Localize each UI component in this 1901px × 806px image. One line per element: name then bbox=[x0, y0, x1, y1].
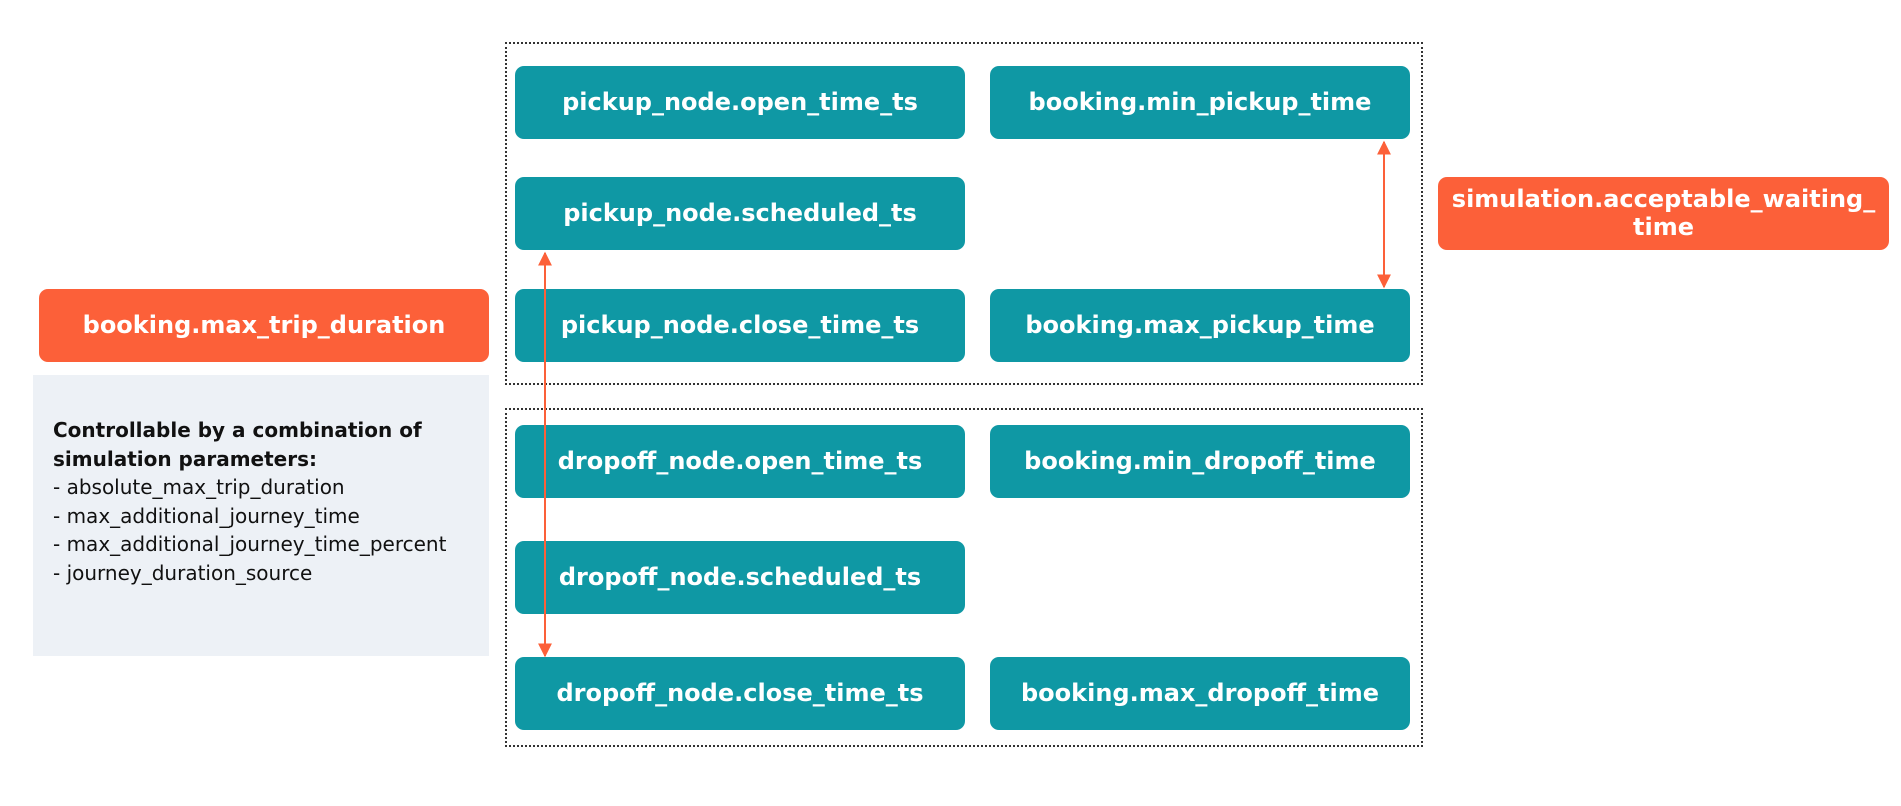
note-item: - absolute_max_trip_duration bbox=[53, 475, 345, 499]
acceptable-waiting-time-box: simulation.acceptable_waiting_ time bbox=[1438, 177, 1889, 250]
dropoff-close-time-box: dropoff_node.close_time_ts bbox=[515, 657, 965, 730]
note-item: - journey_duration_source bbox=[53, 560, 313, 585]
pickup-group-frame bbox=[505, 42, 1423, 385]
acceptable-waiting-time-line2: time bbox=[1633, 212, 1694, 241]
note-title-line1: Controllable by a combination of bbox=[53, 418, 422, 442]
pickup-open-time-box: pickup_node.open_time_ts bbox=[515, 66, 965, 139]
max-trip-duration-box: booking.max_trip_duration bbox=[39, 289, 489, 362]
booking-max-pickup-box: booking.max_pickup_time bbox=[990, 289, 1410, 362]
note-item: - max_additional_journey_time_percent bbox=[53, 532, 447, 556]
pickup-close-time-box: pickup_node.close_time_ts bbox=[515, 289, 965, 362]
note-item: - max_additional_journey_time bbox=[53, 503, 360, 528]
booking-max-dropoff-box: booking.max_dropoff_time bbox=[990, 657, 1410, 730]
dropoff-group-frame bbox=[505, 408, 1423, 747]
pickup-scheduled-box: pickup_node.scheduled_ts bbox=[515, 177, 965, 250]
acceptable-waiting-time-line1: simulation.acceptable_waiting_ bbox=[1451, 184, 1876, 213]
dropoff-scheduled-box: dropoff_node.scheduled_ts bbox=[515, 541, 965, 614]
dropoff-open-time-box: dropoff_node.open_time_ts bbox=[515, 425, 965, 498]
booking-min-pickup-box: booking.min_pickup_time bbox=[990, 66, 1410, 139]
controllable-params-note: Controllable by a combination of simulat… bbox=[33, 375, 489, 656]
booking-min-dropoff-box: booking.min_dropoff_time bbox=[990, 425, 1410, 498]
note-title-line2: simulation parameters: bbox=[53, 446, 318, 471]
